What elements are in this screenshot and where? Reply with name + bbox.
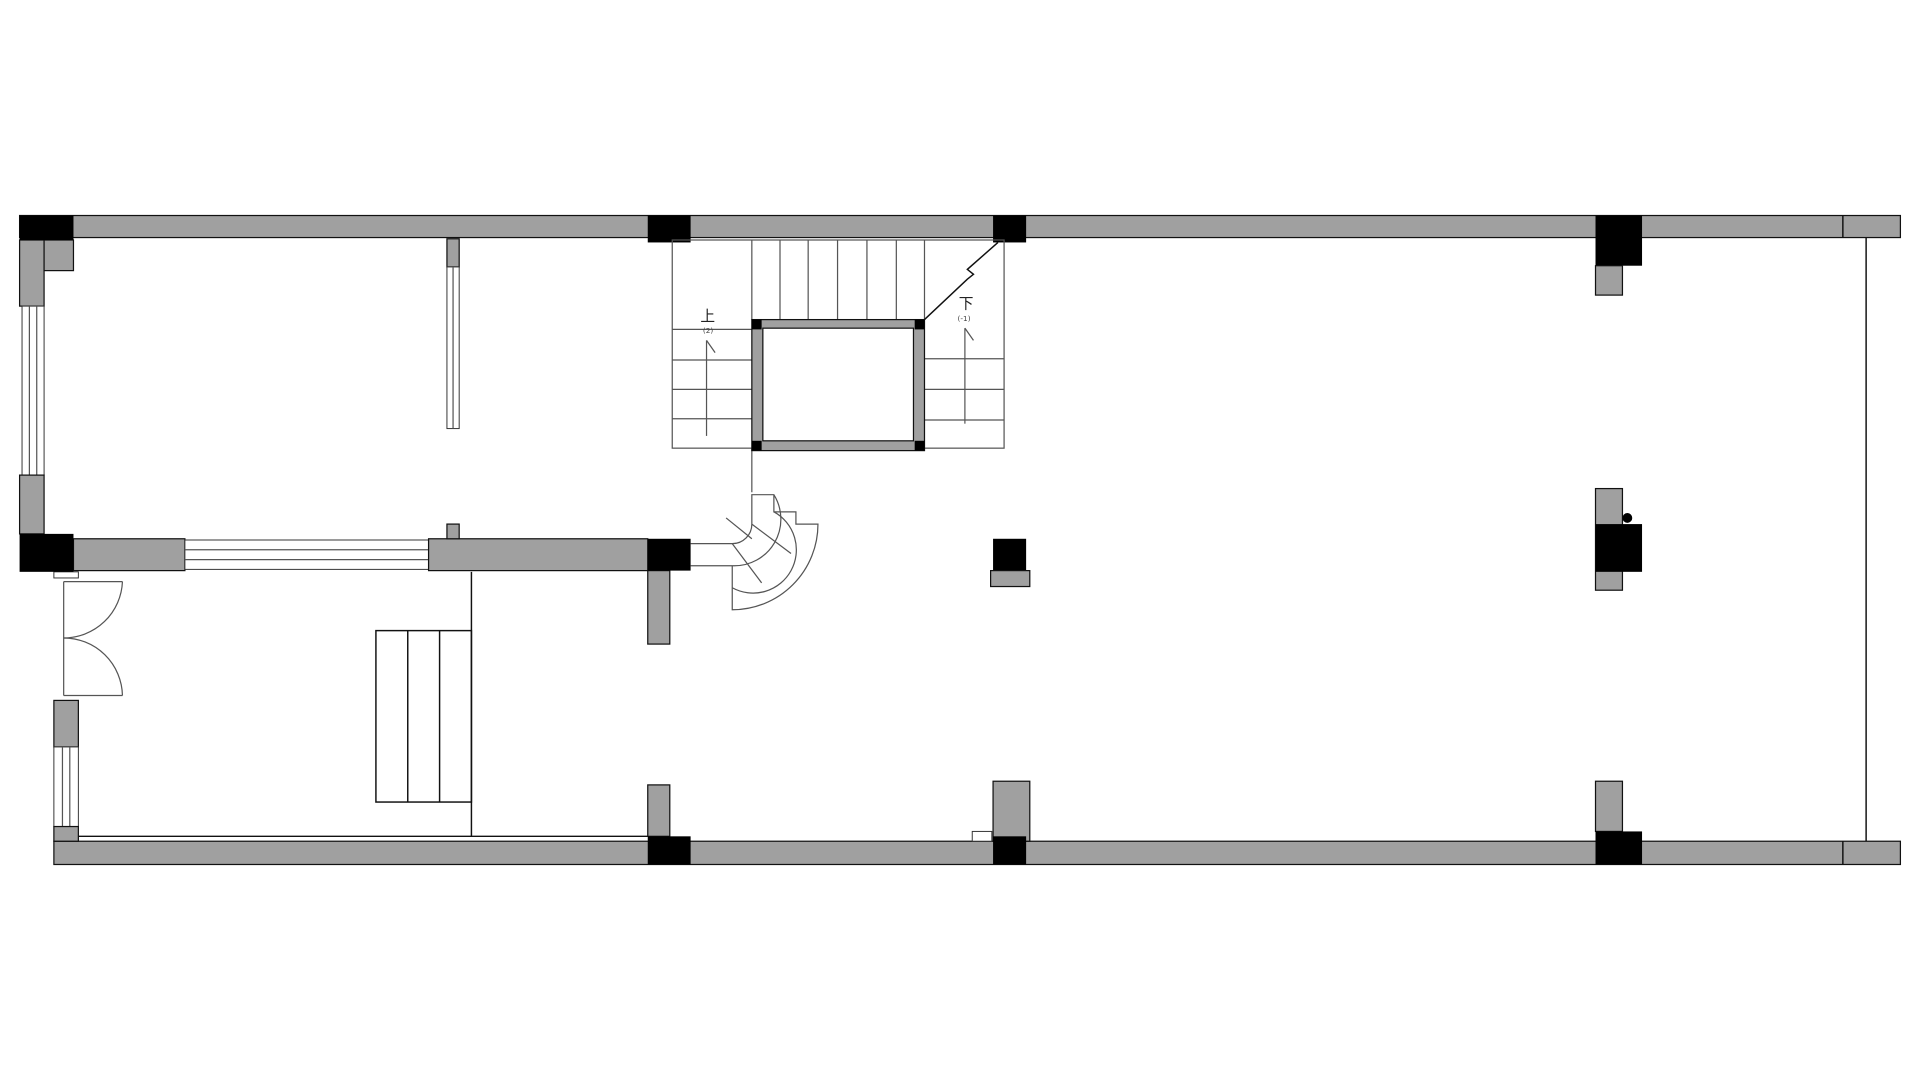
stair-down-level: (-1): [958, 314, 971, 323]
columns: [19, 215, 1643, 865]
staircase: 上 (2) 下 (-1): [671, 239, 1005, 493]
stair-up-level: (2): [703, 326, 714, 335]
bench: [375, 629, 473, 803]
left-wall: [18, 239, 79, 842]
stair-down-label: 下: [959, 296, 974, 313]
left-window: [21, 305, 45, 476]
entrance-door: [53, 571, 124, 697]
stair-up-label: 上: [700, 308, 715, 325]
spiral-stair: [690, 494, 819, 611]
middle-wall: [72, 523, 671, 645]
